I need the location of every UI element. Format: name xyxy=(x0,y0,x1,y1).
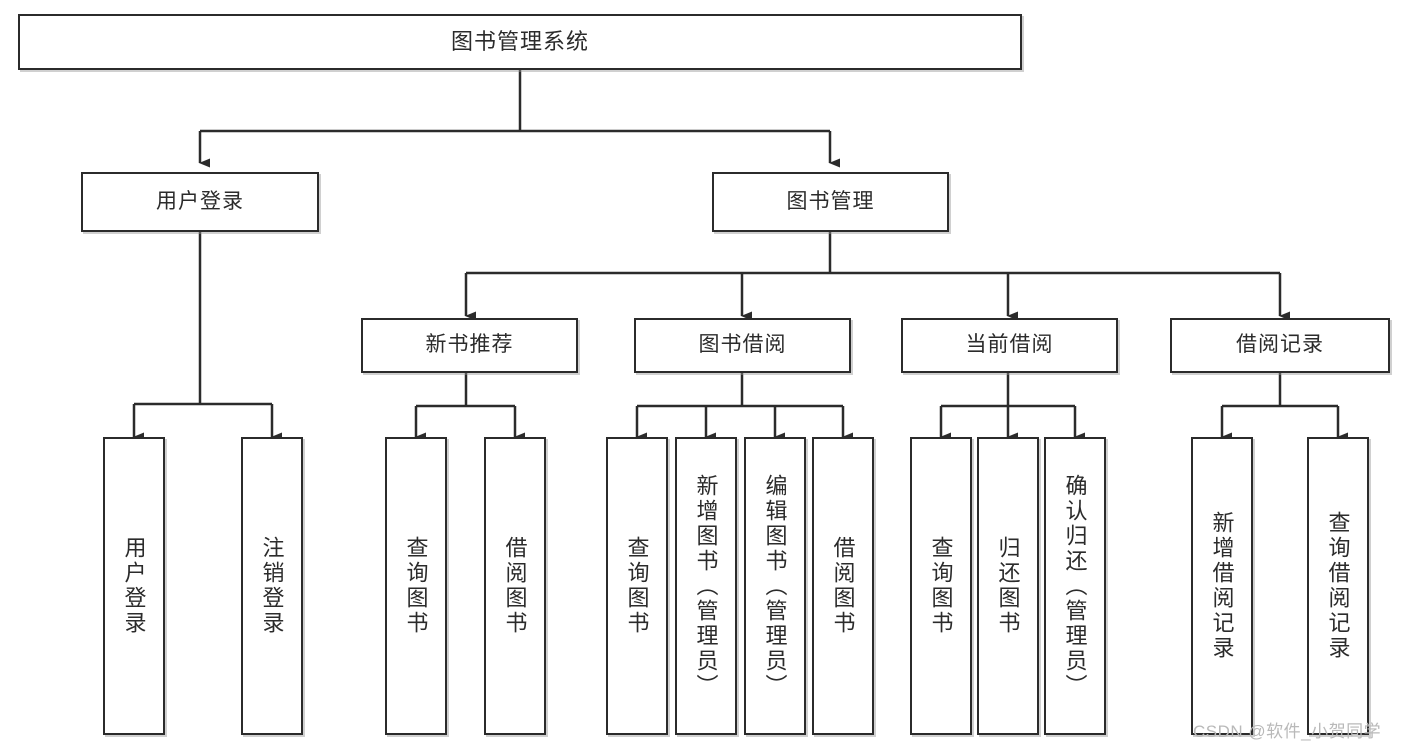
node-root-label: 图书管理系统 xyxy=(450,29,589,55)
node-leaf-borrow-book-1-label: 借阅图书 xyxy=(502,536,528,636)
node-book-manage-label: 图书管理 xyxy=(786,189,875,213)
node-leaf-return-book[interactable]: 归还图书 xyxy=(977,437,1039,735)
node-leaf-confirm-return[interactable]: 确认归还（管理员） xyxy=(1044,437,1106,735)
node-new-book-rec-label: 新书推荐 xyxy=(425,333,514,357)
node-leaf-borrow-book-2[interactable]: 借阅图书 xyxy=(812,437,874,735)
node-leaf-query-book-1-label: 查询图书 xyxy=(403,536,429,636)
node-leaf-user-login-label: 用户登录 xyxy=(121,536,147,636)
node-user-login[interactable]: 用户登录 xyxy=(81,172,319,232)
node-leaf-confirm-return-label: 确认归还（管理员） xyxy=(1062,473,1088,699)
node-book-manage[interactable]: 图书管理 xyxy=(712,172,949,232)
node-leaf-logout[interactable]: 注销登录 xyxy=(241,437,303,735)
node-leaf-edit-book[interactable]: 编辑图书（管理员） xyxy=(744,437,806,735)
node-leaf-add-record[interactable]: 新增借阅记录 xyxy=(1191,437,1253,735)
node-current-borrow[interactable]: 当前借阅 xyxy=(901,318,1118,373)
node-leaf-query-book-2-label: 查询图书 xyxy=(624,536,650,636)
node-user-login-label: 用户登录 xyxy=(156,189,244,213)
node-leaf-query-book-3[interactable]: 查询图书 xyxy=(910,437,972,735)
node-new-book-rec[interactable]: 新书推荐 xyxy=(361,318,578,373)
node-leaf-query-book-1[interactable]: 查询图书 xyxy=(385,437,447,735)
watermark: CSDN @软件_小贺同学 xyxy=(1193,722,1382,741)
node-leaf-add-record-label: 新增借阅记录 xyxy=(1209,511,1235,661)
node-leaf-edit-book-label: 编辑图书（管理员） xyxy=(762,473,788,699)
node-leaf-query-record[interactable]: 查询借阅记录 xyxy=(1307,437,1369,735)
node-leaf-query-book-3-label: 查询图书 xyxy=(928,536,954,636)
node-leaf-query-book-2[interactable]: 查询图书 xyxy=(606,437,668,735)
node-leaf-borrow-book-2-label: 借阅图书 xyxy=(830,536,856,636)
node-book-borrow[interactable]: 图书借阅 xyxy=(634,318,851,373)
node-leaf-add-book-label: 新增图书（管理员） xyxy=(693,473,719,699)
node-leaf-query-record-label: 查询借阅记录 xyxy=(1325,511,1351,661)
node-borrow-record-label: 借阅记录 xyxy=(1236,333,1324,357)
node-current-borrow-label: 当前借阅 xyxy=(965,333,1054,357)
node-leaf-logout-label: 注销登录 xyxy=(259,536,285,636)
node-leaf-user-login[interactable]: 用户登录 xyxy=(103,437,165,735)
node-borrow-record[interactable]: 借阅记录 xyxy=(1170,318,1390,373)
node-leaf-borrow-book-1[interactable]: 借阅图书 xyxy=(484,437,546,735)
node-leaf-return-book-label: 归还图书 xyxy=(995,536,1021,636)
node-book-borrow-label: 图书借阅 xyxy=(698,333,787,357)
node-leaf-add-book[interactable]: 新增图书（管理员） xyxy=(675,437,737,735)
node-root[interactable]: 图书管理系统 xyxy=(18,14,1022,70)
